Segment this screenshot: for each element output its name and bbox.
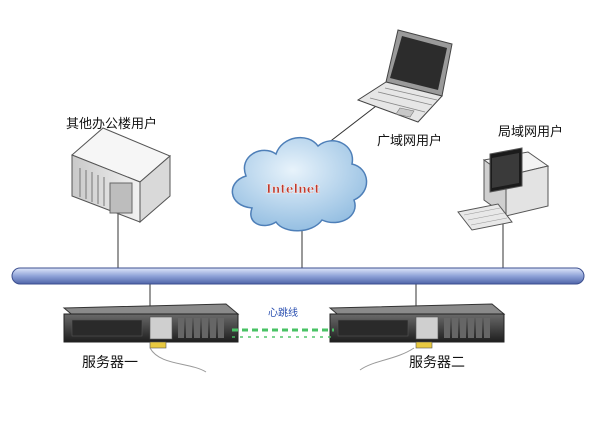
lan-users-label: 局域网用户 [498, 125, 564, 140]
server-one-label: 服务器一 [82, 355, 138, 371]
heartbeat-line [232, 328, 334, 338]
server-cables [149, 347, 415, 373]
server-two-icon [328, 303, 506, 349]
other-building-users-label: 其他办公楼用户 [66, 117, 158, 132]
connection-lines [117, 102, 504, 311]
laptop-icon [356, 29, 453, 123]
server-two-label: 服务器二 [409, 355, 465, 371]
internet-cloud-icon [231, 136, 368, 232]
heartbeat-label: 心跳线 [268, 308, 298, 319]
desktop-computer-icon [457, 147, 550, 231]
internet-cloud-label: Intelnet [266, 182, 320, 196]
office-building-icon [71, 127, 171, 224]
network-backbone [11, 267, 585, 285]
wan-users-label: 广域网用户 [377, 134, 443, 149]
server-one-icon [62, 303, 240, 349]
